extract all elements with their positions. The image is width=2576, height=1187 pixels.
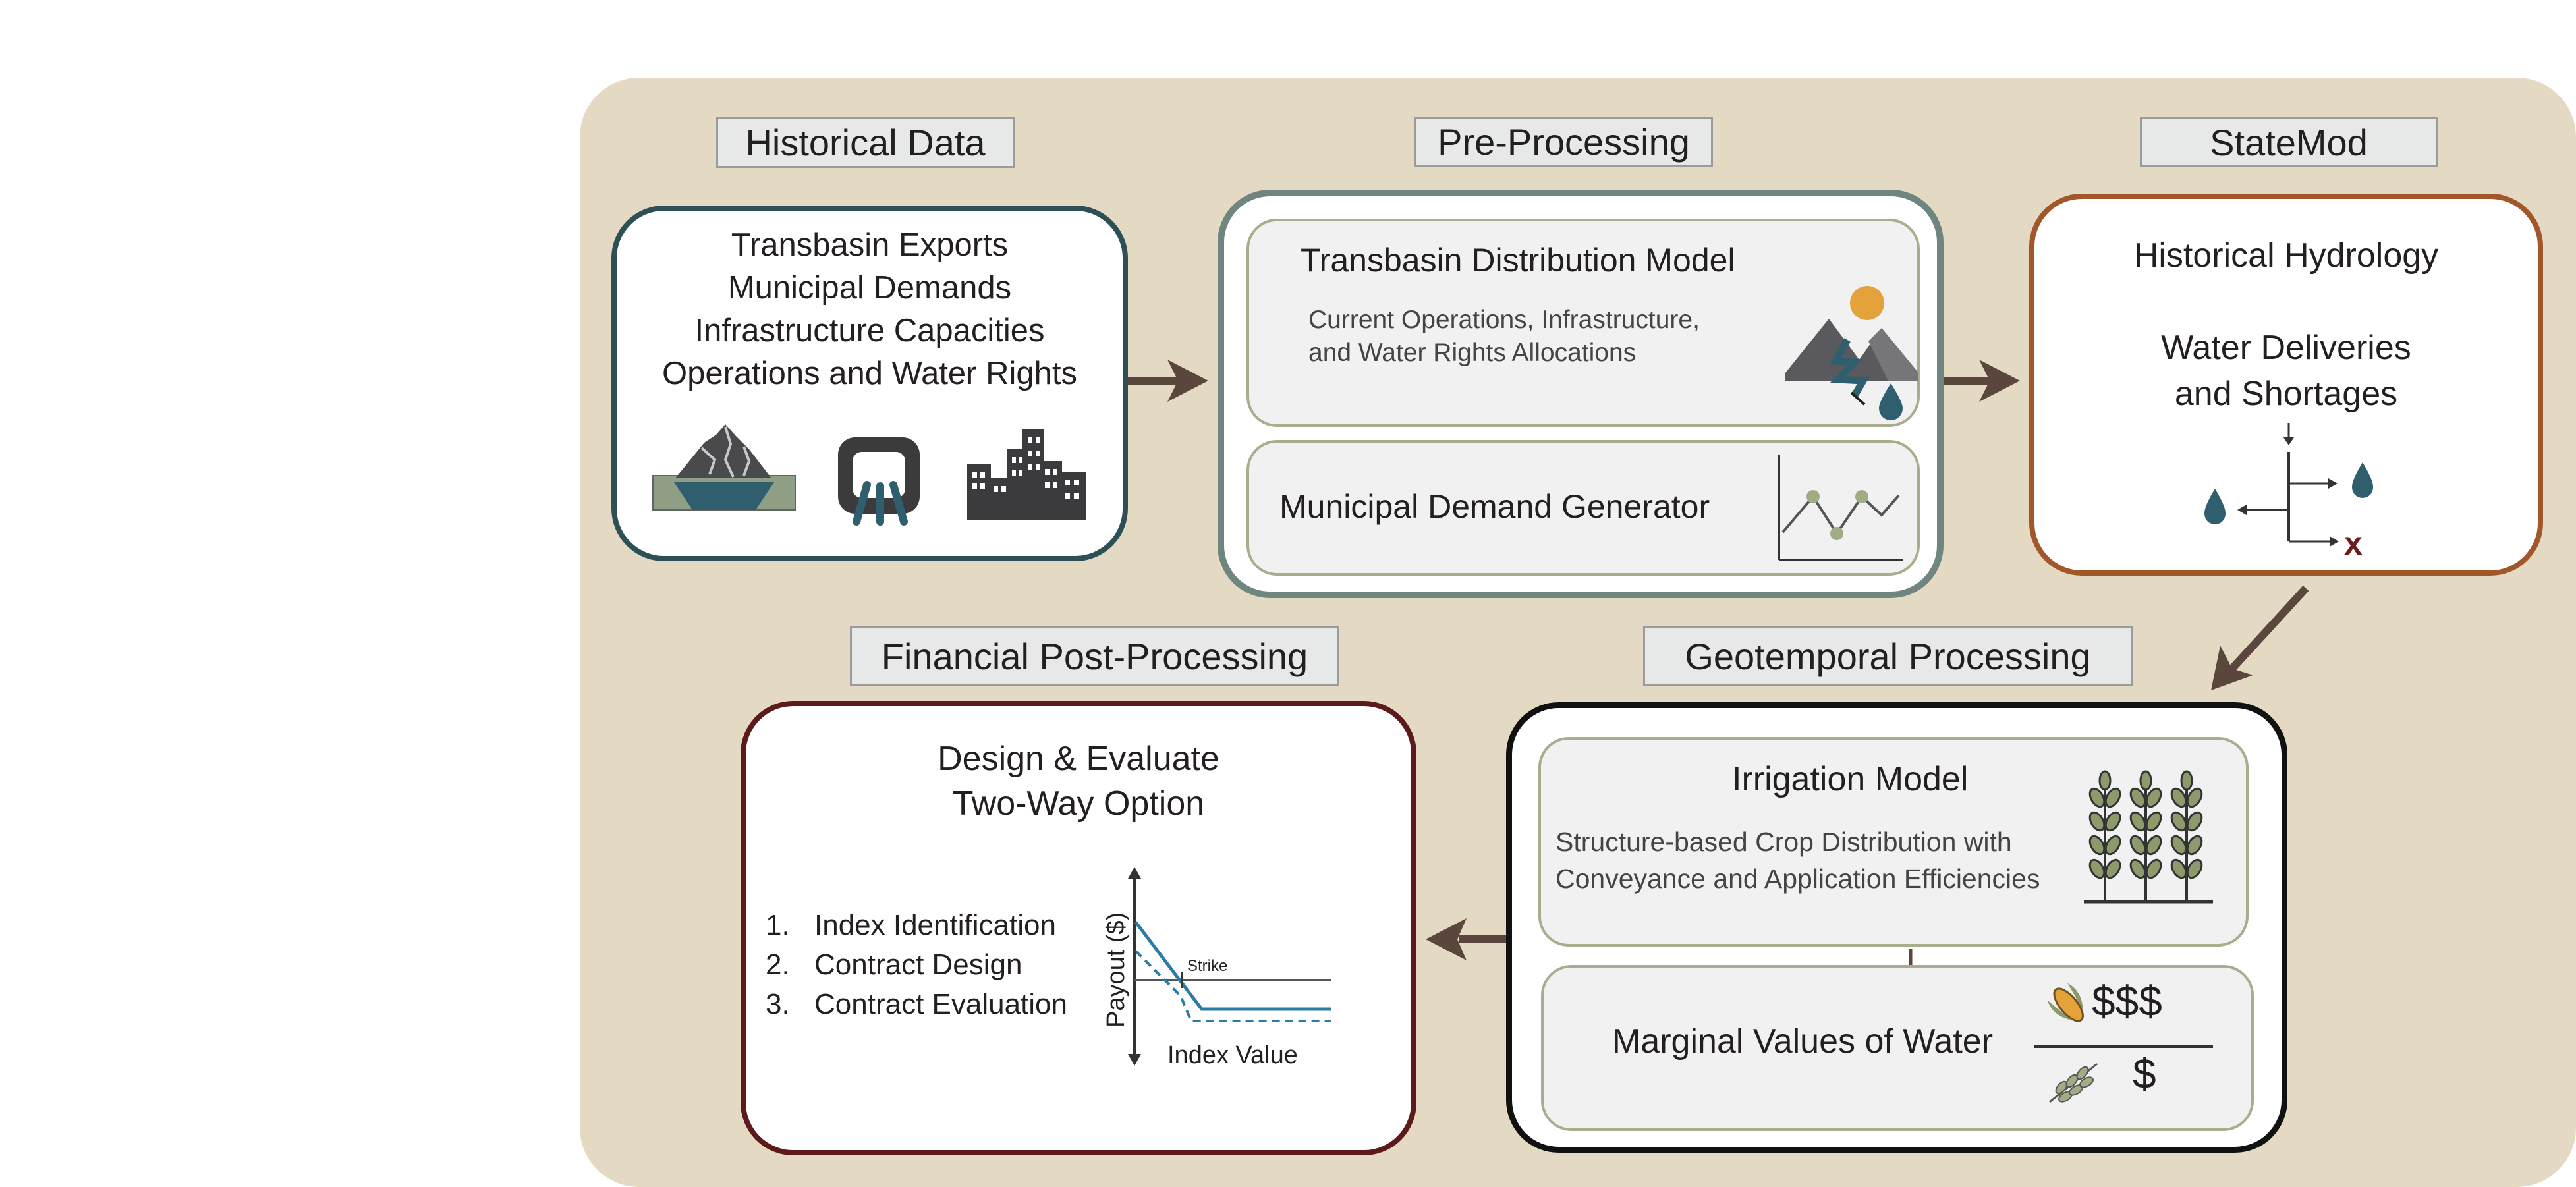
municipal-title: Municipal Demand Generator xyxy=(1279,488,1710,525)
mountain-river-icon xyxy=(1785,286,1918,420)
statemod-box: Historical Hydrology Water Deliveries an… xyxy=(2029,194,2543,576)
step-1-label: Index Identification xyxy=(814,909,1056,941)
historical-data-box: Transbasin Exports Municipal Demands Inf… xyxy=(611,206,1128,561)
statemod-line-2: Water Deliveries xyxy=(2161,329,2411,367)
corn-icon xyxy=(2047,983,2084,1022)
arrow-geotemporal-to-financial xyxy=(1426,918,1506,960)
financial-post-processing-box: Design & Evaluate Two-Way Option 1. Inde… xyxy=(741,701,1416,1155)
water-allocation-diagram-icon xyxy=(2204,423,2373,547)
transbasin-desc-line-2: and Water Rights Allocations xyxy=(1308,339,1637,367)
transbasin-title: Transbasin Distribution Model xyxy=(1301,242,1735,279)
financial-title-line-2: Two-Way Option xyxy=(952,785,1205,823)
step-3-label: Contract Evaluation xyxy=(814,988,1067,1020)
arrow-historical-to-preprocessing xyxy=(1128,360,1208,402)
statemod-line-3: and Shortages xyxy=(2174,375,2398,413)
city-skyline-icon xyxy=(967,429,1086,520)
marginal-values-box: Marginal Values of Water $$$ $ xyxy=(1541,965,2254,1131)
grain-icon xyxy=(2049,1063,2098,1103)
pre-processing-box: Transbasin Distribution Model Current Op… xyxy=(1218,190,1944,598)
index-axis-label: Index Value xyxy=(1167,1041,1298,1069)
transbasin-distribution-model-box: Transbasin Distribution Model Current Op… xyxy=(1246,219,1920,427)
strike-label: Strike xyxy=(1187,957,1227,975)
financial-title-line-1: Design & Evaluate xyxy=(938,740,1219,778)
glacier-reservoir-icon xyxy=(652,424,796,511)
header-statemod: StateMod xyxy=(2140,117,2438,167)
geotemporal-processing-box: Irrigation Model Structure-based Crop Di… xyxy=(1506,702,2287,1153)
municipal-demand-generator-box: Municipal Demand Generator xyxy=(1246,440,1920,576)
step-1-number: 1. xyxy=(766,909,790,941)
wheat-crop-icon xyxy=(2084,770,2213,904)
tunnel-outlet-icon xyxy=(838,437,920,526)
historical-line-3: Infrastructure Capacities xyxy=(694,313,1045,348)
step-2-label: Contract Design xyxy=(814,949,1022,981)
historical-line-4: Operations and Water Rights xyxy=(661,356,1078,391)
irrigation-desc-line-2: Conveyance and Application Efficiencies xyxy=(1555,864,2040,894)
arrow-preprocessing-to-statemod xyxy=(1944,360,2020,402)
payout-diagram: Strike Payout ($) Index Value xyxy=(1102,867,1331,1069)
historical-line-2: Municipal Demands xyxy=(727,270,1012,306)
header-historical-data: Historical Data xyxy=(716,117,1015,168)
statemod-line-1: Historical Hydrology xyxy=(2133,236,2439,275)
demand-line-chart-icon xyxy=(1778,455,1903,561)
irrigation-desc-line-1: Structure-based Crop Distribution with xyxy=(1555,827,2012,857)
transbasin-desc-line-1: Current Operations, Infrastructure, xyxy=(1308,306,1700,334)
payout-axis-label: Payout ($) xyxy=(1102,912,1130,1028)
irrigation-title: Irrigation Model xyxy=(1732,760,1969,798)
marginal-numerator: $$$ xyxy=(2092,978,2162,1025)
step-3-number: 3. xyxy=(766,988,790,1020)
header-financial-post-processing: Financial Post-Processing xyxy=(850,626,1339,686)
historical-line-1: Transbasin Exports xyxy=(731,227,1009,263)
header-pre-processing: Pre-Processing xyxy=(1414,117,1713,167)
irrigation-model-box: Irrigation Model Structure-based Crop Di… xyxy=(1538,737,2249,947)
arrow-statemod-to-geotemporal xyxy=(2211,585,2309,690)
header-geotemporal-processing: Geotemporal Processing xyxy=(1643,626,2133,686)
step-2-number: 2. xyxy=(766,949,790,981)
marginal-title: Marginal Values of Water xyxy=(1612,1022,1994,1061)
shortage-x-mark: x xyxy=(2344,525,2363,562)
fraction-bar xyxy=(2034,1045,2213,1048)
marginal-denominator: $ xyxy=(2133,1050,2156,1097)
